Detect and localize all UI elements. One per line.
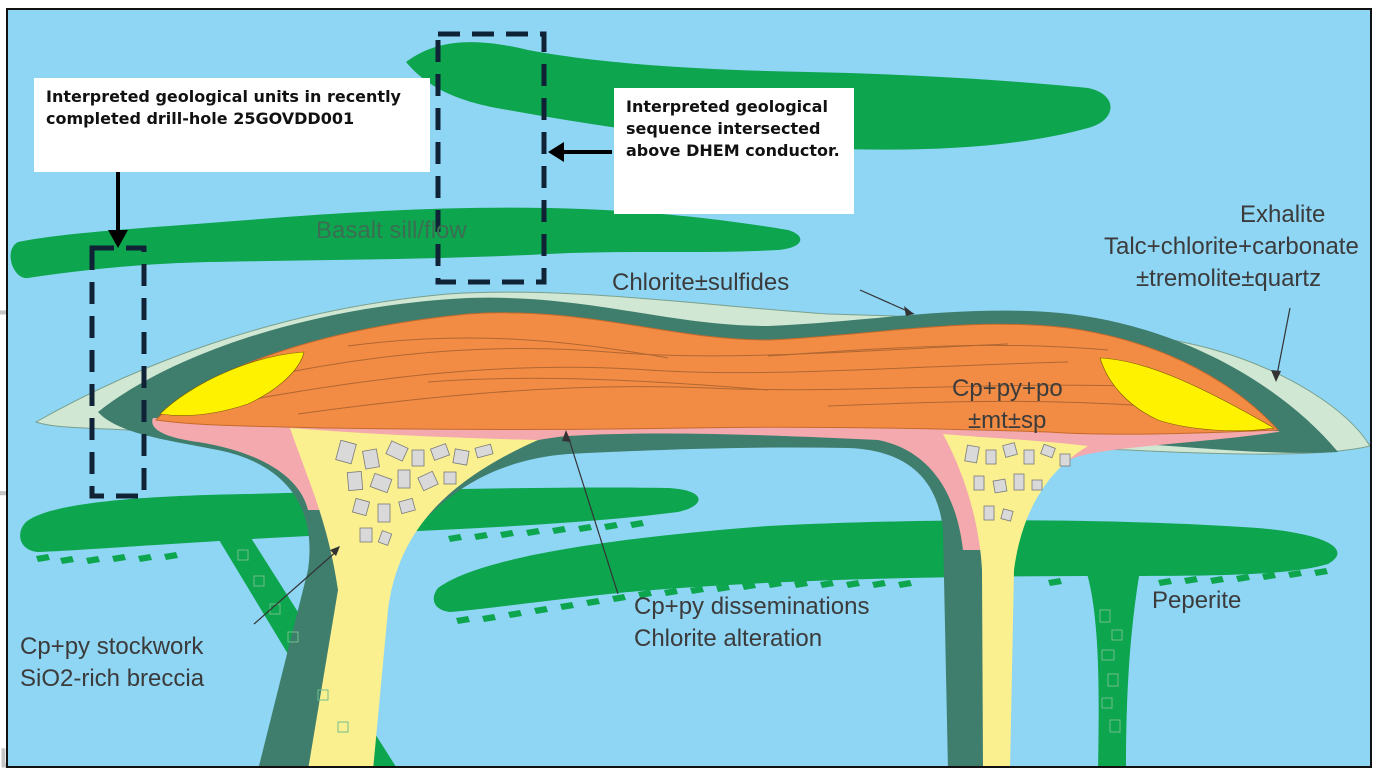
massive-sulfide-label-line2: ±mt±sp — [968, 406, 1046, 435]
chlorite-sulfides-label: Chlorite±sulfides — [612, 268, 789, 297]
peperite-feeder — [1086, 570, 1140, 768]
exhalite-composition-line2: ±tremolite±quartz — [1136, 264, 1321, 293]
stockwork-label-line1: Cp+py stockwork — [20, 632, 203, 661]
sequence-callout: Interpreted geological sequence intersec… — [614, 88, 854, 214]
leader-arrowhead-chlorite — [904, 306, 914, 316]
callout-arrow-left — [548, 142, 612, 162]
exhalite-composition-line1: Talc+chlorite+carbonate — [1104, 232, 1359, 261]
stockwork-label-line2: SiO2-rich breccia — [20, 664, 204, 693]
massive-sulfide-label-line1: Cp+py+po — [952, 374, 1063, 403]
dissemination-label-line1: Cp+py disseminations — [634, 592, 869, 621]
drill-hole-callout: Interpreted geological units in recently… — [34, 78, 430, 172]
basalt-label: Basalt sill/flow — [316, 216, 467, 245]
diagram-frame: Interpreted geological units in recently… — [6, 8, 1372, 768]
exhalite-title-label: Exhalite — [1240, 200, 1325, 229]
peperite-label: Peperite — [1152, 586, 1241, 615]
dissemination-label-line2: Chlorite alteration — [634, 624, 822, 653]
